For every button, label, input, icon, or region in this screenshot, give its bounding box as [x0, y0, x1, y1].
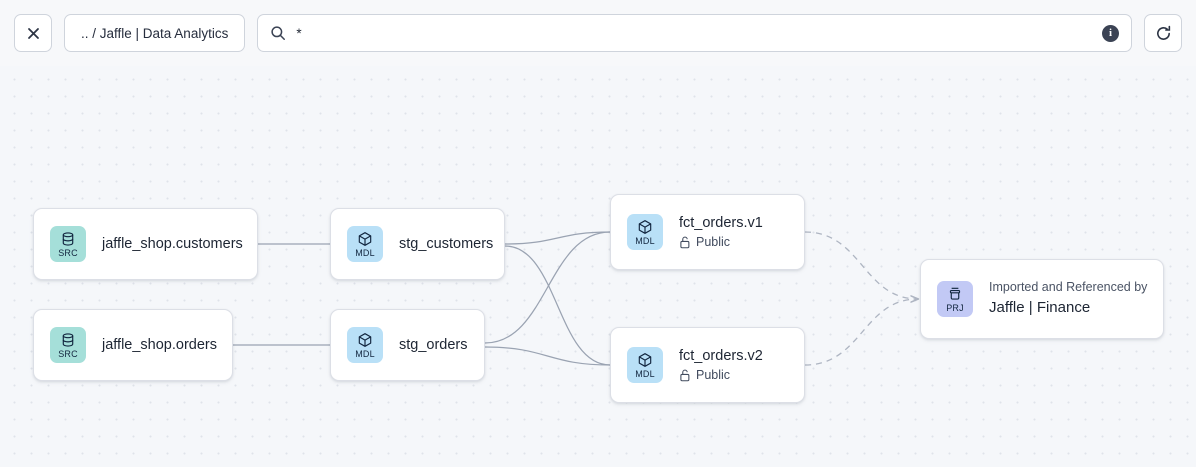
node-labels: stg_customers — [399, 235, 494, 253]
node-title: stg_orders — [399, 336, 468, 353]
node-access-label: Public — [696, 235, 731, 250]
node-title: jaffle_shop.orders — [102, 336, 218, 353]
search-box[interactable]: i — [257, 14, 1132, 52]
edge-fct-v2-prj-finance — [804, 299, 918, 366]
node-labels: jaffle_shop.customers — [102, 235, 243, 253]
mdl-badge-label: MDL — [355, 348, 375, 359]
mdl-badge: MDL — [347, 226, 383, 262]
cube-icon — [358, 332, 372, 347]
node-title: stg_customers — [399, 235, 494, 252]
unlock-icon — [680, 236, 690, 249]
node-title: fct_orders.v2 — [679, 347, 763, 364]
edge-stg-orders-fct-v2 — [484, 346, 611, 366]
prj-badge-label: PRJ — [946, 302, 964, 313]
node-src-customers[interactable]: SRC jaffle_shop.customers — [33, 208, 258, 280]
node-stg-customers[interactable]: MDL stg_customers — [330, 208, 505, 280]
node-stg-orders[interactable]: MDL stg_orders — [330, 309, 485, 381]
node-eyebrow: Imported and Referenced by — [989, 280, 1148, 295]
node-title: jaffle_shop.customers — [102, 235, 243, 252]
info-icon[interactable]: i — [1102, 24, 1119, 42]
mdl-badge: MDL — [627, 347, 663, 383]
close-icon — [27, 27, 39, 39]
src-badge: SRC — [50, 226, 86, 262]
node-fct-orders-v1[interactable]: MDL fct_orders.v1 Public — [610, 194, 805, 270]
node-labels: fct_orders.v2 Public — [679, 347, 763, 383]
database-icon — [62, 332, 74, 347]
graph-canvas[interactable]: SRC jaffle_shop.customers SRC jaffle_sho… — [0, 66, 1196, 467]
edge-stg-customers-fct-v2 — [504, 245, 611, 366]
close-button[interactable] — [14, 14, 52, 52]
breadcrumb[interactable]: .. / Jaffle | Data Analytics — [64, 14, 246, 52]
node-title: Jaffle | Finance — [989, 299, 1091, 317]
refresh-icon — [1156, 25, 1170, 40]
mdl-badge: MDL — [347, 327, 383, 363]
node-prj-jaffle-finance[interactable]: PRJ Imported and Referenced by Jaffle | … — [920, 259, 1164, 339]
node-fct-orders-v2[interactable]: MDL fct_orders.v2 Public — [610, 327, 805, 403]
cube-icon — [638, 352, 652, 367]
project-icon — [949, 287, 961, 300]
search-icon — [270, 25, 286, 41]
search-input[interactable] — [296, 15, 1102, 51]
refresh-button[interactable] — [1144, 14, 1182, 52]
node-labels: Imported and Referenced by Jaffle | Fina… — [989, 280, 1147, 317]
node-src-orders[interactable]: SRC jaffle_shop.orders — [33, 309, 233, 381]
node-access: Public — [679, 235, 763, 250]
src-badge: SRC — [50, 327, 86, 363]
src-badge-label: SRC — [58, 247, 78, 258]
node-labels: jaffle_shop.orders — [102, 336, 218, 354]
prj-badge: PRJ — [937, 281, 973, 317]
node-access-label: Public — [696, 368, 731, 383]
node-labels: fct_orders.v1 Public — [679, 214, 763, 250]
mdl-badge-label: MDL — [635, 235, 655, 246]
mdl-badge: MDL — [627, 214, 663, 250]
mdl-badge-label: MDL — [355, 247, 375, 258]
mdl-badge-label: MDL — [635, 368, 655, 379]
node-labels: stg_orders — [399, 336, 468, 354]
edge-fct-v1-prj-finance — [804, 231, 918, 299]
unlock-icon — [680, 369, 690, 382]
node-access: Public — [679, 368, 763, 383]
cube-icon — [638, 219, 652, 234]
database-icon — [62, 231, 74, 246]
cube-icon — [358, 231, 372, 246]
src-badge-label: SRC — [58, 348, 78, 359]
toolbar: .. / Jaffle | Data Analytics i — [0, 0, 1196, 66]
node-title: fct_orders.v1 — [679, 214, 763, 231]
edge-stg-customers-fct-v1 — [504, 231, 611, 245]
